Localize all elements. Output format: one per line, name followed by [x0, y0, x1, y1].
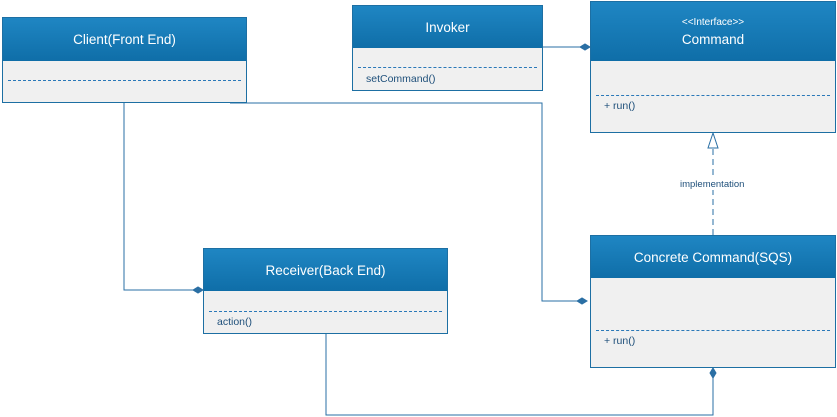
- client-concrete-command-link: [230, 102, 582, 302]
- class-concrete-command-method: + run(): [604, 335, 636, 347]
- class-invoker-separator: [358, 67, 537, 68]
- class-concrete-command-separator: [596, 330, 830, 331]
- implementation-label: implementation: [678, 179, 747, 190]
- class-invoker-title: Invoker: [425, 19, 470, 35]
- class-client-title: Client(Front End): [73, 32, 176, 47]
- class-receiver[interactable]: Receiver(Back End) action(): [203, 248, 448, 334]
- class-client-separator: [8, 80, 241, 81]
- class-receiver-header: Receiver(Back End): [204, 249, 447, 291]
- class-command-header: <<Interface>> Command: [591, 2, 835, 61]
- class-concrete-command-title: Concrete Command(SQS): [633, 249, 793, 265]
- aggregation-diamond-command: [579, 43, 591, 51]
- class-receiver-title: Receiver(Back End): [265, 262, 386, 278]
- aggregation-diamond-concrete-command-bottom: [709, 367, 717, 379]
- realization-arrowhead: [707, 131, 719, 149]
- class-client[interactable]: Client(Front End): [2, 17, 247, 103]
- class-receiver-separator: [209, 311, 442, 312]
- class-command[interactable]: <<Interface>> Command + run(): [590, 1, 836, 133]
- class-command-title: Command: [681, 31, 745, 47]
- aggregation-diamond-concrete-command-left: [576, 297, 588, 305]
- class-concrete-command-header: Concrete Command(SQS): [591, 236, 835, 278]
- class-receiver-method: action(): [217, 316, 253, 328]
- class-invoker-method: setCommand(): [366, 73, 436, 85]
- class-command-stereotype: <<Interface>>: [681, 16, 745, 28]
- class-invoker-header: Invoker: [353, 6, 542, 48]
- class-client-header: Client(Front End): [3, 18, 246, 61]
- client-receiver-link: [123, 102, 197, 291]
- aggregation-diamond-receiver: [192, 286, 204, 294]
- class-command-separator: [596, 95, 830, 96]
- receiver-concrete-command-link: [325, 334, 714, 416]
- class-command-method: + run(): [604, 100, 636, 112]
- class-concrete-command[interactable]: Concrete Command(SQS) + run(): [590, 235, 836, 368]
- class-invoker[interactable]: Invoker setCommand(): [352, 5, 543, 91]
